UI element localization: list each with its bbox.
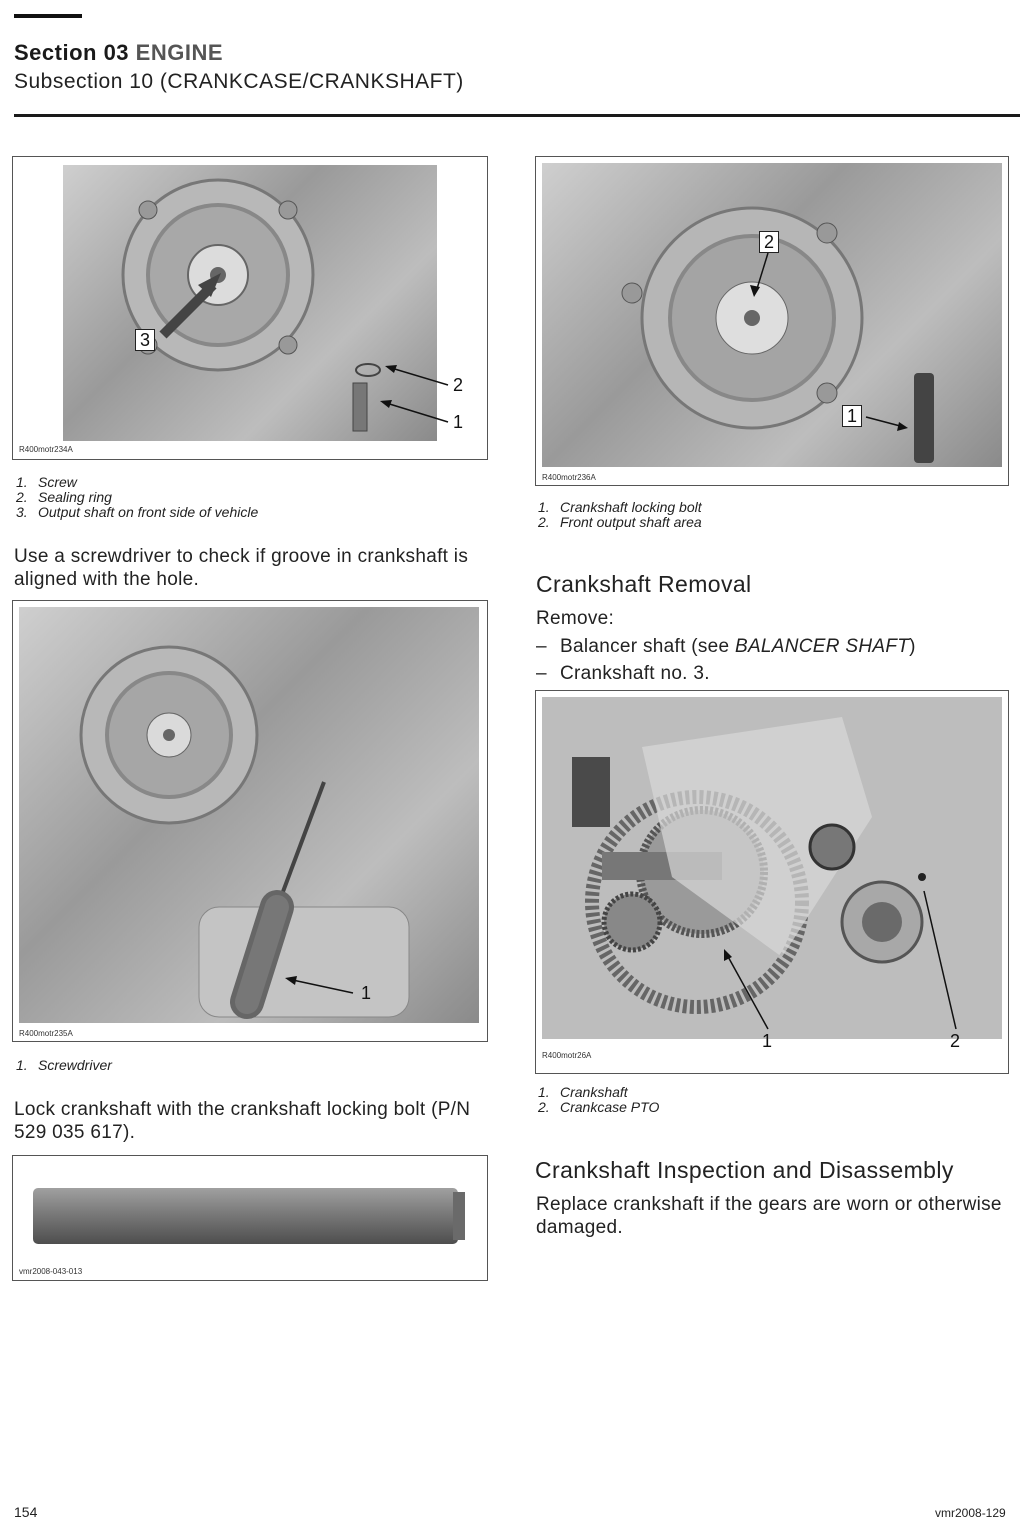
figure-screwdriver-check: 1 R400motr235A	[12, 600, 488, 1042]
removal-intro: Remove:	[536, 608, 615, 629]
caption-list: 1.Screwdriver	[16, 1058, 112, 1073]
figure-code: R400motr235A	[19, 1029, 73, 1038]
callout-2: 2	[453, 375, 464, 395]
paragraph-screwdriver: Use a screwdriver to check if groove in …	[14, 546, 469, 590]
removal-list-item: –Crankshaft no. 3.	[536, 663, 710, 684]
figure-code: R400motr236A	[542, 473, 596, 482]
figure-code: R400motr26A	[542, 1051, 592, 1060]
callout-2: 2	[759, 231, 780, 253]
caption-item: 1.Crankshaft	[538, 1084, 628, 1100]
figure-code: vmr2008-043-013	[19, 1267, 83, 1276]
locking-bolt-shape	[33, 1188, 458, 1244]
section-name: ENGINE	[135, 40, 224, 65]
heading-crankshaft-inspection: Crankshaft Inspection and Disassembly	[535, 1157, 954, 1183]
caption-item: 3.Output shaft on front side of vehicle	[16, 504, 259, 520]
engine-photo	[542, 163, 1002, 467]
heading-crankshaft-removal: Crankshaft Removal	[536, 571, 752, 597]
callout-1: 1	[842, 405, 863, 427]
callout-3: 3	[135, 329, 156, 351]
subsection-title: Subsection 10 (CRANKCASE/CRANKSHAFT)	[14, 70, 464, 93]
figure-crankcase-open: 1 2 R400motr26A	[535, 690, 1009, 1074]
document-code: vmr2008-129	[935, 1506, 1006, 1520]
header-bar	[14, 14, 82, 18]
caption-list: 1.Crankshaft 2.Crankcase PTO	[538, 1085, 659, 1115]
engine-photo	[63, 165, 437, 441]
callout-1: 1	[453, 412, 464, 432]
page-number: 154	[14, 1504, 38, 1520]
figure-locking-bolt: vmr2008-043-013	[12, 1155, 488, 1281]
section-title: Section 03 ENGINE	[14, 40, 223, 66]
caption-item: 2.Sealing ring	[16, 489, 112, 505]
figure-code: R400motr234A	[19, 445, 73, 454]
header-rule	[14, 114, 1020, 117]
caption-item: 2.Crankcase PTO	[538, 1099, 660, 1115]
figure-locking-bolt-installed: 2 1 R400motr236A	[535, 156, 1009, 486]
callout-1: 1	[361, 983, 372, 1003]
callout-2: 2	[950, 1031, 961, 1051]
caption-list: 1.Screw 2.Sealing ring 3.Output shaft on…	[16, 475, 258, 520]
caption-item: 1.Screwdriver	[16, 1057, 112, 1073]
callout-1: 1	[762, 1031, 773, 1051]
caption-item: 2.Front output shaft area	[538, 514, 702, 530]
figure-engine-front: 3 2 1 R400motr234A	[12, 156, 488, 460]
caption-item: 1.Crankshaft locking bolt	[538, 499, 702, 515]
paragraph-lock-crankshaft: Lock crankshaft with the crankshaft lock…	[14, 1099, 471, 1143]
removal-list-item: –Balancer shaft (see BALANCER SHAFT)	[536, 636, 916, 657]
caption-item: 1.Screw	[16, 474, 77, 490]
crankcase-photo	[542, 697, 1002, 1039]
caption-list: 1.Crankshaft locking bolt 2.Front output…	[538, 500, 702, 530]
engine-photo	[19, 607, 479, 1023]
section-prefix: Section 03	[14, 40, 130, 65]
paragraph-inspection: Replace crankshaft if the gears are worn…	[536, 1194, 1002, 1238]
